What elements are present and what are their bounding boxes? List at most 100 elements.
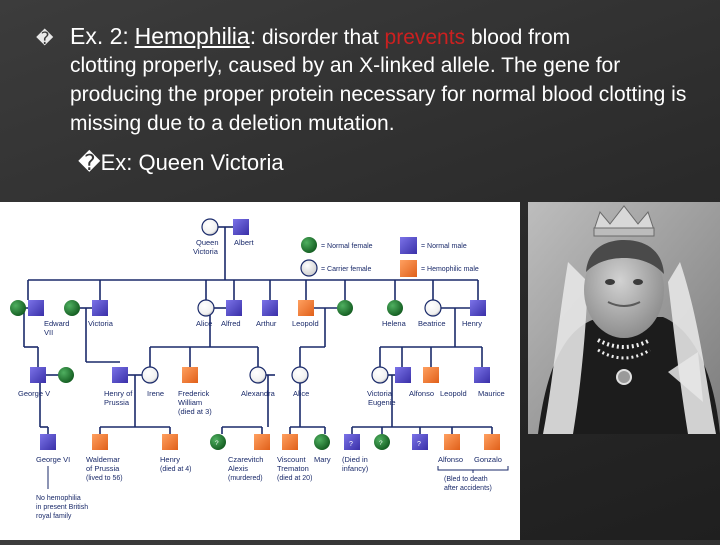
bled-bracket	[437, 466, 509, 473]
label-irene: Irene	[147, 389, 164, 398]
q-mark-3: ?	[379, 440, 383, 447]
label-maurice: Maurice	[478, 389, 505, 398]
label-frederick: Frederick	[178, 389, 210, 398]
label-viscount: Viscount	[277, 455, 307, 464]
label-alice: Alice	[196, 319, 212, 328]
legend-hemophilic-male-icon	[400, 260, 417, 277]
alexandra-symbol	[10, 300, 26, 316]
label-edward-num: VII	[44, 328, 53, 337]
q-female-1-symbol	[210, 434, 226, 450]
legend-carrier-female-icon	[300, 259, 318, 277]
legend-normal-female: = Normal female	[321, 243, 373, 250]
leopold-gen3-symbol	[423, 367, 439, 383]
label-alexis: Alexis	[228, 464, 248, 473]
label-george-v: George V	[18, 389, 50, 398]
helena-wife-symbol	[337, 300, 353, 316]
label-died-at-3: (died at 3)	[178, 407, 212, 416]
legend-carrier-female: = Carrier female	[321, 266, 371, 273]
alexandra-gen3-symbol	[249, 366, 267, 384]
label-beatrice: Beatrice	[418, 319, 446, 328]
label-died-in: (Died in	[342, 455, 368, 464]
waldemar-symbol	[92, 434, 108, 450]
label-mary: Mary	[314, 455, 331, 464]
gonzalo-symbol	[484, 434, 500, 450]
label-trematon: Trematon	[277, 464, 309, 473]
label-victoria-3: Victoria	[367, 389, 393, 398]
edward-vii-symbol	[28, 300, 44, 316]
definition-after-highlight: blood from	[470, 26, 571, 49]
example-label: Ex. 2:	[70, 23, 129, 49]
albert-symbol	[233, 219, 249, 235]
helena-symbol	[387, 300, 403, 316]
frederick-william-symbol	[182, 367, 198, 383]
sub-bullet: �Ex: Queen Victoria	[78, 148, 284, 177]
henry-symbol	[470, 300, 486, 316]
label-george-vi: George VI	[36, 455, 70, 464]
gen3-wife-1-symbol	[58, 367, 74, 383]
queen-victoria-symbol	[201, 218, 219, 236]
pedigree-lines	[20, 226, 493, 434]
label-czarevitch: Czarevitch	[228, 455, 263, 464]
term-hemophilia: Hemophilia	[134, 23, 250, 49]
label-died-at-20: (died at 20)	[277, 475, 312, 482]
legend-normal-female-icon	[301, 237, 317, 253]
label-henry-gen4: Henry	[160, 455, 180, 464]
gen2-female-symbol	[64, 300, 80, 316]
q-male-2-symbol	[412, 434, 428, 450]
alice-symbol	[197, 299, 215, 317]
label-henry: Henry	[462, 319, 482, 328]
definition-rest: clotting properly, caused by an X-linked…	[70, 54, 687, 135]
q-mark-4: ?	[417, 441, 421, 448]
arthur-symbol	[262, 300, 278, 316]
legend-normal-male-icon	[400, 237, 417, 254]
q-mark-1: ?	[215, 440, 219, 447]
label-victoria-1: Victoria	[193, 247, 219, 256]
term-colon: :	[249, 23, 257, 49]
q-female-2-symbol	[374, 434, 390, 450]
note-line-1: No hemophilia	[36, 495, 81, 502]
trematon-symbol	[282, 434, 298, 450]
george-v-symbol	[30, 367, 46, 383]
pedigree-svg: Queen Victoria Albert = Normal female = …	[10, 218, 509, 520]
label-albert: Albert	[234, 238, 255, 247]
mary-symbol	[314, 434, 330, 450]
sub-bullet-text: Ex: Queen Victoria	[100, 150, 284, 175]
label-died-at-4: (died at 4)	[160, 466, 192, 473]
q-mark-2: ?	[349, 441, 353, 448]
q-male-1-symbol	[344, 434, 360, 450]
george-vi-symbol	[40, 434, 56, 450]
maurice-symbol	[474, 367, 490, 383]
label-william: William	[178, 398, 202, 407]
label-after-accidents: after accidents)	[444, 485, 492, 492]
frederick-symbol	[92, 300, 108, 316]
queen-victoria-portrait	[528, 202, 720, 434]
alexis-symbol	[254, 434, 270, 450]
label-edward: Edward	[44, 319, 69, 328]
label-arthur: Arthur	[256, 319, 277, 328]
note-line-3: royal family	[36, 513, 72, 520]
bullet-glyph: �	[36, 29, 54, 48]
portrait-svg	[528, 202, 720, 434]
label-eugenie: Eugenie	[368, 398, 396, 407]
alfred-symbol	[226, 300, 242, 316]
first-line: Ex. 2: Hemophilia: disorder that prevent…	[70, 22, 570, 52]
legend-normal-male: = Normal male	[421, 243, 467, 250]
beatrice-symbol	[424, 299, 442, 317]
label-murdered: (murdered)	[228, 475, 263, 482]
label-gonzalo: Gonzalo	[474, 455, 502, 464]
alfonso-gen4-symbol	[444, 434, 460, 450]
label-infancy: infancy)	[342, 464, 369, 473]
irene-symbol	[141, 366, 159, 384]
label-leopold: Leopold	[292, 319, 319, 328]
alfonso-symbol	[395, 367, 411, 383]
label-bled: (Bled to death	[444, 476, 488, 483]
label-queen: Queen	[196, 238, 219, 247]
note-line-2: in present British	[36, 504, 88, 511]
label-alfonso-gen3: Alfonso	[409, 389, 434, 398]
pedigree-chart: Queen Victoria Albert = Normal female = …	[0, 202, 520, 540]
label-waldemar: Waldemar	[86, 455, 120, 464]
label-leopold-gen3: Leopold	[440, 389, 467, 398]
victoria-eugenie-symbol	[371, 366, 389, 384]
henry-of-prussia-symbol	[112, 367, 128, 383]
